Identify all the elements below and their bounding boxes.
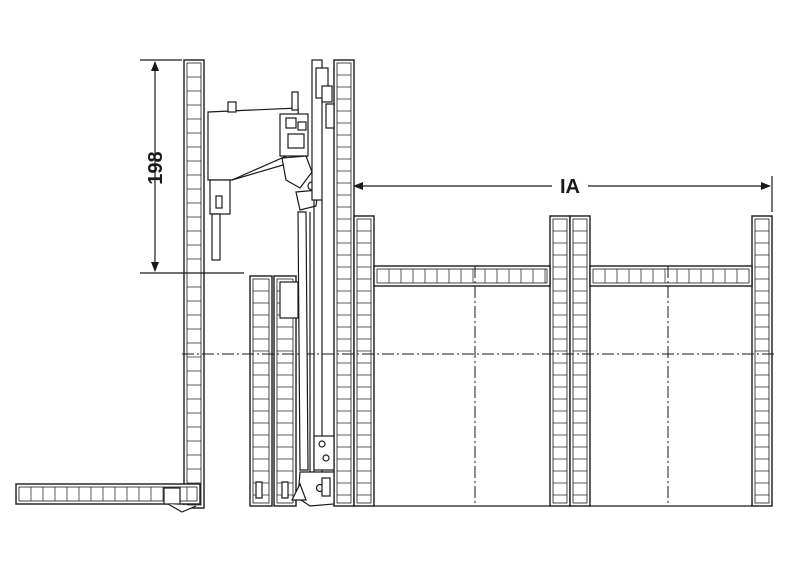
dimension-vertical xyxy=(140,59,244,274)
top-rail-panels xyxy=(373,265,753,507)
cabinet-center-panel-inner xyxy=(353,215,375,507)
door-panel-right-a xyxy=(549,215,571,507)
dimension-label-198: 198 xyxy=(145,151,167,184)
folding-door-panel-2 xyxy=(273,275,297,507)
door-panel-right-c xyxy=(751,215,773,507)
cabinet-side-panel-left xyxy=(183,59,205,509)
dimension-label-bg xyxy=(552,176,588,196)
dimension-label-ia: IA xyxy=(560,176,580,198)
center-lines xyxy=(182,266,775,505)
door-panel-right-b xyxy=(569,215,591,507)
cabinet-center-panel xyxy=(333,59,355,507)
lift-mechanism xyxy=(163,59,335,513)
bottom-shelf-panel xyxy=(15,483,201,505)
folding-door-panel-1 xyxy=(249,275,273,507)
